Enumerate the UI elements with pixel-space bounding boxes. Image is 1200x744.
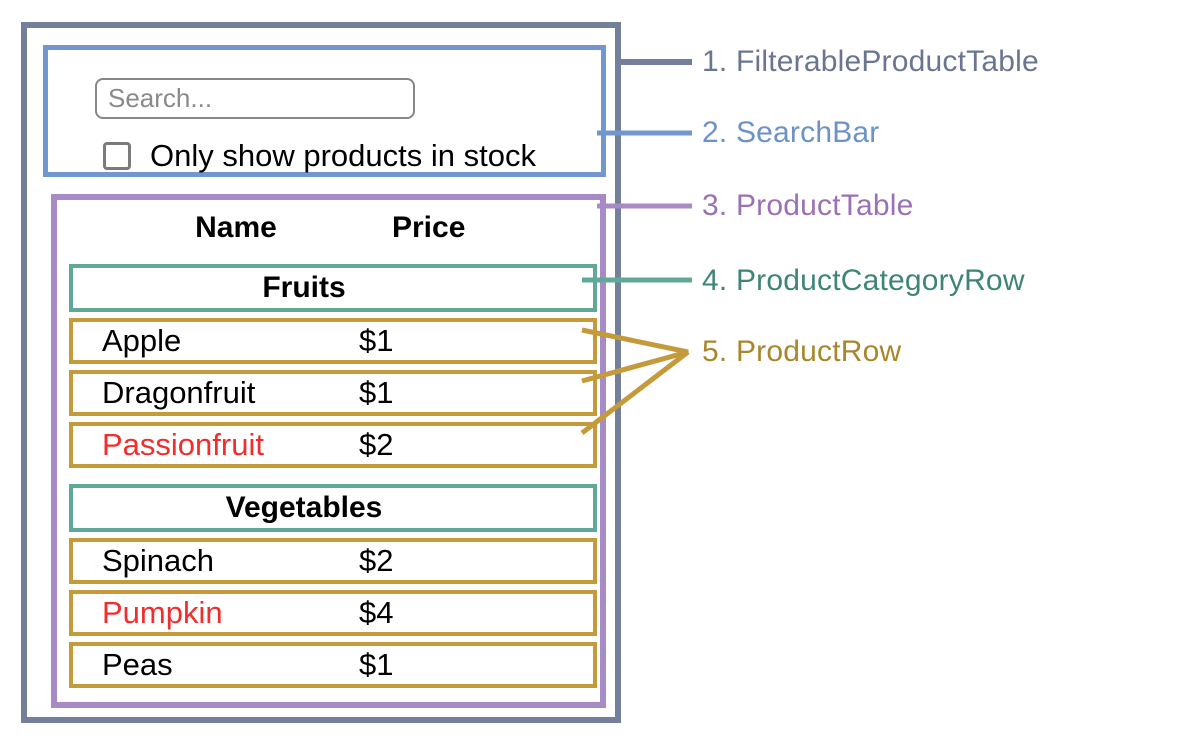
product-row: Pumpkin $4 bbox=[69, 590, 597, 636]
in-stock-checkbox[interactable] bbox=[103, 142, 131, 170]
search-input[interactable] bbox=[95, 78, 415, 119]
product-name: Peas bbox=[102, 647, 173, 682]
product-name: Apple bbox=[102, 323, 182, 358]
product-row: Dragonfruit $1 bbox=[69, 370, 597, 416]
in-stock-checkbox-label: Only show products in stock bbox=[150, 138, 536, 173]
hierarchy-label-3: 3. ProductTable bbox=[702, 189, 914, 222]
product-category-row: Vegetables bbox=[69, 484, 597, 532]
product-row: Apple $1 bbox=[69, 318, 597, 364]
product-name: Passionfruit bbox=[102, 427, 264, 462]
column-header-price: Price bbox=[392, 211, 466, 244]
product-price: $4 bbox=[359, 595, 394, 630]
product-name: Pumpkin bbox=[102, 595, 223, 630]
column-header-name: Name bbox=[195, 211, 277, 244]
product-row: Spinach $2 bbox=[69, 538, 597, 584]
product-row: Peas $1 bbox=[69, 642, 597, 688]
category-label: Vegetables bbox=[225, 491, 383, 524]
product-price: $1 bbox=[359, 647, 394, 682]
product-price: $2 bbox=[359, 543, 394, 578]
table-header-row: Name Price bbox=[57, 211, 600, 247]
product-price: $1 bbox=[359, 375, 394, 410]
hierarchy-label-4: 4. ProductCategoryRow bbox=[702, 264, 1025, 297]
hierarchy-label-5: 5. ProductRow bbox=[702, 335, 902, 368]
in-stock-filter-row: Only show products in stock bbox=[103, 138, 536, 174]
filterable-product-table-box: Only show products in stock Name Price F… bbox=[21, 22, 621, 723]
product-price: $1 bbox=[359, 323, 394, 358]
product-name: Dragonfruit bbox=[102, 375, 256, 410]
product-row: Passionfruit $2 bbox=[69, 422, 597, 468]
product-category-row: Fruits bbox=[69, 264, 597, 312]
hierarchy-label-2: 2. SearchBar bbox=[702, 116, 880, 149]
product-name: Spinach bbox=[102, 543, 215, 578]
hierarchy-label-1: 1. FilterableProductTable bbox=[702, 45, 1039, 78]
product-price: $2 bbox=[359, 427, 394, 462]
search-bar-box: Only show products in stock bbox=[43, 45, 606, 177]
category-label: Fruits bbox=[262, 271, 346, 304]
